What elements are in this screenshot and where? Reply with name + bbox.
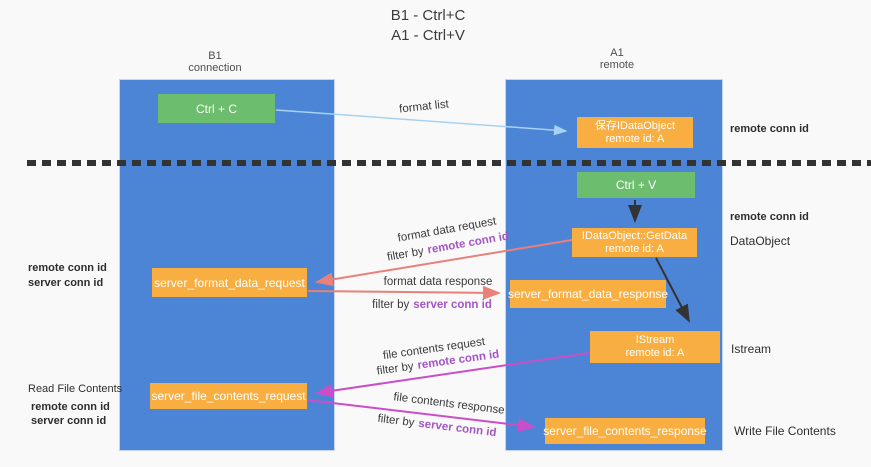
server-conn-id-text: server conn id [417,417,498,440]
left-server-conn-id-label-1: server conn id [28,277,104,289]
filter-by-text: filter by [386,245,425,264]
server-conn-id-text: server conn id [413,299,492,311]
left-column-name: B1 [208,50,222,62]
server-file-contents-request-node: server_file_contents_request [150,383,307,409]
idataobject-getdata-node: IDataObject::GetData remote id: A [572,228,697,257]
server-format-data-response-node: server_format_data_response [507,280,669,308]
right-remote-conn-id-label-1: remote conn id [730,123,809,135]
server-format-data-response-label: server_format_data_response [507,287,669,301]
ctrl-c-label: Ctrl + C [195,101,237,116]
idataobject-getdata-line2: remote id: A [605,242,664,255]
filter-by-text: filter by [376,360,415,378]
write-file-contents-label: Write File Contents [734,424,836,438]
save-idataobject-line1: 保存IDataObject [594,119,676,132]
right-column-role: remote [599,59,635,71]
dataobject-label: DataObject [730,234,791,248]
right-column-name: A1 [610,47,624,59]
title-line-1: B1 - Ctrl+C [390,7,466,24]
format-data-response-arrow [307,285,501,300]
server-format-data-request-label: server_format_data_request [154,275,305,290]
left-column-header: B1 connection [188,50,241,74]
right-column-header: A1 remote [600,47,634,71]
format-list-label: format list [398,98,450,116]
server-file-contents-response-node: server_file_contents_response [543,418,707,444]
istream-line2: remote id: A [625,347,685,359]
server-file-contents-request-label: server_file_contents_request [151,389,306,403]
filter-by-text: filter by [372,299,410,311]
left-remote-conn-id-label-1: remote conn id [28,262,107,274]
server-file-contents-response-label: server_file_contents_response [543,424,707,438]
page-title: B1 - Ctrl+C A1 - Ctrl+V [391,6,466,46]
filter-by-text: filter by [376,412,416,430]
file-contents-response-label: file contents response [392,391,506,417]
save-idataobject-node: 保存IDataObject remote id: A [577,117,693,148]
save-idataobject-line2: remote id: A [605,132,665,145]
ctrl-v-label: Ctrl + V [615,178,657,192]
read-file-contents-label: Read File Contents [28,383,123,395]
format-data-response-label: format data response [383,276,493,288]
left-column-role: connection [188,62,242,74]
ctrl-v-node: Ctrl + V [577,172,695,198]
title-line-2: A1 - Ctrl+V [391,27,465,44]
istream-line1: IStream [635,334,675,346]
phase-separator-dashed-line [27,160,871,166]
server-format-data-request-node: server_format_data_request [152,268,307,297]
left-remote-conn-id-label-2: remote conn id [31,401,110,413]
istream-node: IStream remote id: A [590,331,720,363]
idataobject-getdata-line1: IDataObject::GetData [581,229,688,242]
left-server-conn-id-label-2: server conn id [31,415,107,427]
ctrl-c-node: Ctrl + C [158,94,275,123]
istream-side-label: Istream [731,342,772,356]
right-remote-conn-id-label-2: remote conn id [730,211,809,223]
